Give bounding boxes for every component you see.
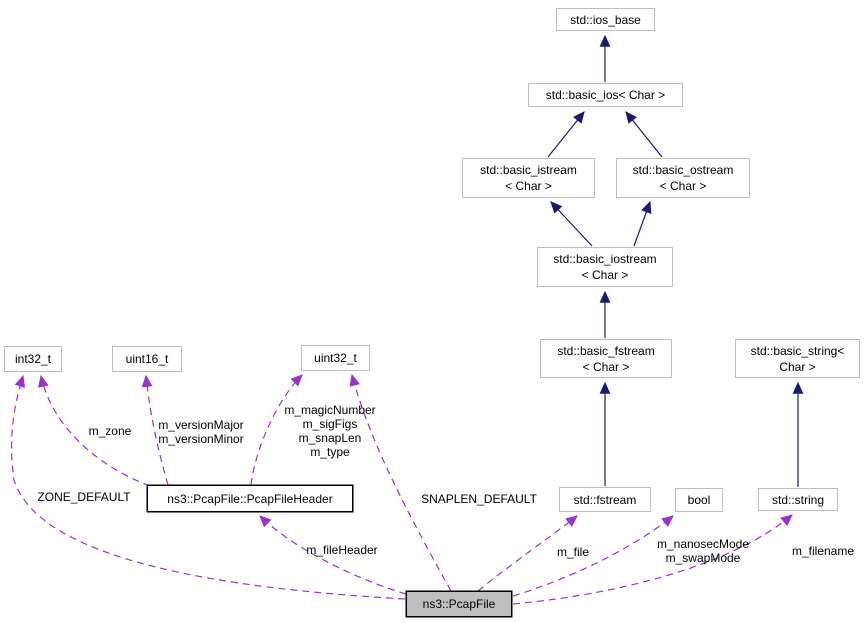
edge-inherit-basic-iostream-to-basic-ostream [633,200,652,247]
node-std-basic-fstream: std::basic_fstream < Char > [540,339,672,378]
node-ns3-pcapfile[interactable]: ns3::PcapFile [406,591,512,617]
node-std-basic-string: std::basic_string< Char > [735,339,860,378]
edge-usage-header-to-int32-m-zone [38,374,151,487]
node-label: std::basic_fstream < Char > [557,343,655,374]
node-std-ios-base: std::ios_base [556,8,655,31]
node-std-basic-istream: std::basic_istream < Char > [462,158,595,198]
node-label: std::basic_ios< Char > [545,88,666,102]
node-std-fstream: std::fstream [559,487,651,512]
node-std-string: std::string [758,488,838,511]
edge-label-m-file: m_file [556,545,589,559]
edge-usage-header-to-uint32-m-magic [250,374,303,486]
edge-usage-pcapfile-to-string-m-filename [512,514,793,605]
edge-label-m-zone: m_zone [88,424,132,438]
node-std-basic-ios: std::basic_ios< Char > [528,83,683,107]
node-label: std::basic_string< Char > [750,343,845,374]
node-label: std::fstream [573,492,637,507]
node-label: std::basic_istream < Char > [480,163,577,193]
node-label: std::string [771,492,825,507]
edge-usage-pcapfile-to-fstream-m-file [477,515,578,592]
node-std-basic-iostream: std::basic_iostream < Char > [537,247,673,287]
node-label: bool [687,493,711,507]
edge-label-m-version: m_versionMajor m_versionMinor [158,418,244,446]
node-bool: bool [675,488,723,512]
node-label: int32_t [14,352,52,366]
edge-label-zone-default: ZONE_DEFAULT [37,490,131,504]
node-uint32-t: uint32_t [301,345,370,371]
edge-inherit-basic-iostream-to-basic-istream [550,201,593,247]
edge-usage-pcapfile-to-int32-zone-default [10,374,406,600]
edge-usage-pcapfile-to-bool-m-nanosec [512,515,674,597]
edge-label-m-magic: m_magicNumber m_sigFigs m_snapLen m_type [284,403,376,459]
edge-usage-header-to-uint16-m-version [141,374,169,486]
edge-label-m-fileheader: m_fileHeader [306,543,378,557]
node-label: std::basic_ostream < Char > [632,163,734,193]
node-label: std::basic_iostream < Char > [553,252,657,282]
node-label: uint16_t [125,352,169,366]
edge-label-m-filename: m_filename [791,544,855,558]
node-label: uint32_t [314,351,357,365]
node-ns3-pcapfile-pcapfileheader[interactable]: ns3::PcapFile::PcapFileHeader [147,485,353,512]
edge-label-snaplen-default: SNAPLEN_DEFAULT [421,492,537,506]
edge-usage-pcapfile-to-header-m-fileheader [259,515,407,595]
edge-label-m-nanosec: m_nanosecMode m_swapMode [656,537,750,565]
node-label: std::ios_base [570,12,641,27]
node-label: ns3::PcapFile::PcapFileHeader [167,491,333,506]
node-uint16-t: uint16_t [112,346,182,372]
edge-usage-pcapfile-to-uint32-snaplen [349,373,452,592]
edge-inherit-basic-ostream-to-basic-ios [625,111,663,158]
node-label: ns3::PcapFile [422,597,496,611]
node-std-basic-ostream: std::basic_ostream < Char > [616,158,750,198]
edge-inherit-basic-istream-to-basic-ios [547,111,585,158]
node-int32-t: int32_t [4,346,62,372]
